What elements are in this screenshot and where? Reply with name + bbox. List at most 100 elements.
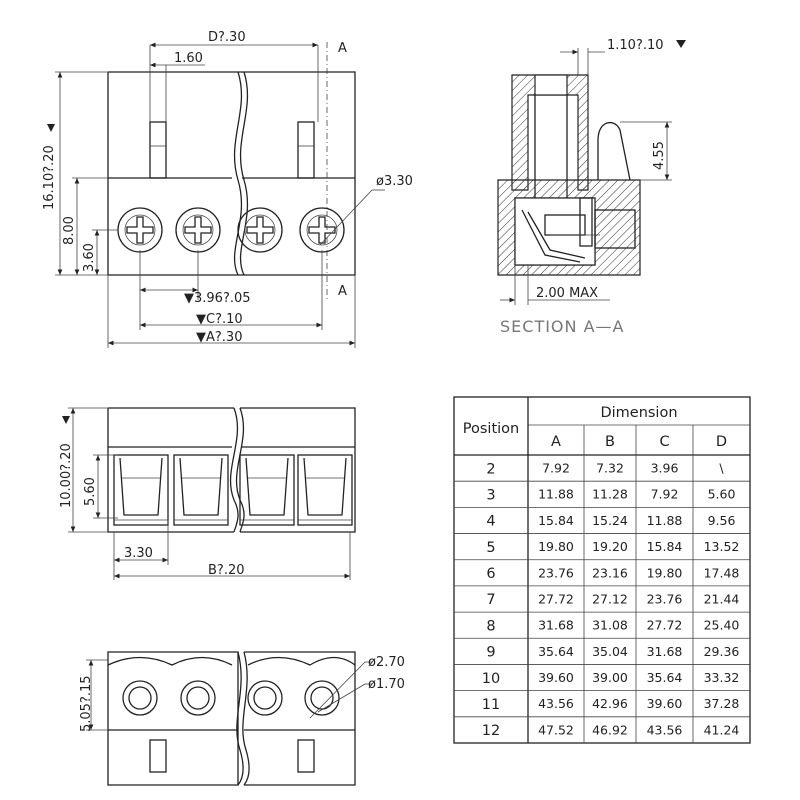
latch — [597, 121, 631, 181]
section-mark-bottom: A — [338, 284, 347, 299]
value-cell: 27.72 — [538, 591, 574, 606]
value-cell: 47.52 — [538, 722, 574, 737]
value-cell: 42.96 — [592, 696, 628, 711]
value-cell: 15.84 — [647, 539, 683, 554]
position-cell: 4 — [486, 514, 495, 530]
value-cell: 3.96 — [651, 461, 679, 476]
value-cell: 7.92 — [542, 461, 570, 476]
dim-opening-label: 5.60 — [83, 477, 98, 506]
value-cell: 11.88 — [647, 513, 683, 528]
position-cell: 6 — [486, 566, 495, 582]
triangle-marker-icon — [62, 416, 70, 424]
test-hole — [122, 680, 158, 716]
value-cell: 39.60 — [647, 696, 683, 711]
position-cell: 7 — [486, 592, 495, 608]
screw-head-icon — [175, 207, 221, 253]
bottom-view: 5.05?.15 ø2.70 ø1.70 — [79, 651, 405, 786]
column-header-c: C — [659, 434, 669, 450]
value-cell: 19.80 — [647, 565, 683, 580]
value-cell: 15.84 — [538, 513, 574, 528]
value-cell: 43.56 — [538, 696, 574, 711]
position-cell: 10 — [482, 671, 500, 687]
value-cell: 35.04 — [592, 644, 628, 659]
value-cell: 23.76 — [647, 591, 683, 606]
value-cell: 23.76 — [538, 565, 574, 580]
column-header-d: D — [716, 434, 727, 450]
value-cell: 21.44 — [704, 591, 740, 606]
foot-right — [297, 739, 315, 773]
foot-left — [149, 739, 167, 773]
position-cell: 8 — [486, 618, 495, 634]
screw-head-icon — [299, 207, 345, 253]
value-cell: 27.12 — [592, 591, 628, 606]
value-cell: 43.56 — [647, 722, 683, 737]
dim-outer-label: ø2.70 — [368, 655, 405, 670]
value-cell: 25.40 — [704, 618, 740, 633]
value-cell: 11.28 — [592, 487, 628, 502]
value-cell: 19.20 — [592, 539, 628, 554]
front-view: A A D?.30 1.60 16.10?.20 8.00 3.60 ø3.30 — [42, 30, 413, 348]
position-cell: 9 — [486, 645, 495, 661]
dim-height-label: 5.05?.15 — [79, 675, 94, 732]
value-cell: 31.68 — [647, 644, 683, 659]
value-cell: 27.72 — [647, 618, 683, 633]
value-cell: 33.32 — [704, 670, 740, 685]
dim-top-label: 1.10?.10 — [607, 38, 664, 53]
wire-opening — [113, 454, 169, 526]
value-cell: 35.64 — [647, 670, 683, 685]
test-hole — [304, 680, 340, 716]
dim-inner-label: ø1.70 — [368, 677, 405, 692]
triangle-marker-icon — [676, 40, 686, 48]
dim-pitch-label: ▼3.96?.05 — [184, 291, 251, 306]
section-title: SECTION A—A — [500, 317, 624, 336]
section-mark-top: A — [338, 41, 347, 56]
value-cell: 39.60 — [538, 670, 574, 685]
value-cell: \ — [719, 461, 724, 476]
value-cell: 7.32 — [596, 461, 624, 476]
dim-max-label: 2.00 MAX — [536, 286, 598, 301]
value-cell: 41.24 — [704, 722, 740, 737]
test-hole — [180, 680, 216, 716]
pin-right — [297, 121, 315, 179]
value-cell: 17.48 — [704, 565, 740, 580]
dim-a-label: ▼A?.30 — [196, 330, 242, 345]
value-cell: 15.24 — [592, 513, 628, 528]
table-border — [453, 396, 751, 744]
dim-offset-label: 3.30 — [124, 546, 153, 561]
dim-c-label: ▼C?.10 — [196, 312, 243, 327]
clamp — [521, 209, 586, 263]
position-cell: 2 — [486, 461, 495, 477]
dim-b-label: B?.20 — [208, 563, 245, 578]
dim-height-label: 16.10?.20 — [42, 145, 57, 210]
position-header: Position — [463, 421, 519, 437]
column-header-b: B — [605, 434, 615, 450]
middle-view: 10.00?.20 5.60 3.30 B?.20 — [59, 407, 356, 580]
test-holes — [122, 680, 340, 716]
position-cell: 5 — [486, 540, 495, 556]
position-cell: 3 — [486, 488, 495, 504]
dim-pin-width-label: 1.60 — [174, 51, 203, 66]
pin-left — [149, 121, 167, 179]
break-line-left — [233, 71, 243, 276]
value-cell: 31.08 — [592, 618, 628, 633]
triangle-marker-icon — [47, 124, 55, 132]
value-cell: 39.00 — [592, 670, 628, 685]
wire-openings — [113, 454, 353, 526]
section-view: 1.10?.10 4.55 2.00 MAX SECTION A—A — [497, 38, 686, 336]
table-row: 7 27.72 27.12 23.76 21.44 — [454, 585, 750, 608]
value-cell: 11.88 — [538, 487, 574, 502]
dim-screw-center-label: 3.60 — [82, 243, 97, 272]
table-row: 10 39.60 39.00 35.64 33.32 — [454, 664, 750, 687]
position-cell: 12 — [482, 723, 500, 739]
screw-head-icon — [117, 207, 163, 253]
